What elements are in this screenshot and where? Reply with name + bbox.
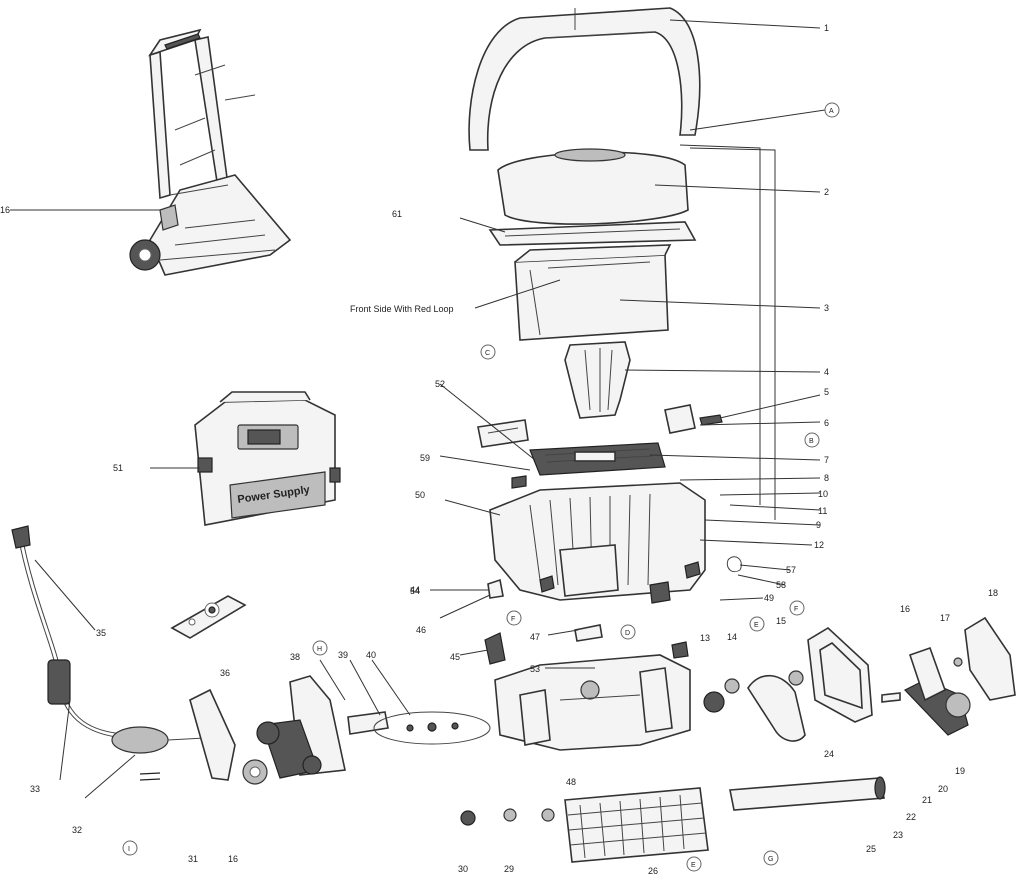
callout-5: 5 bbox=[824, 387, 829, 397]
ref-C: C bbox=[485, 350, 490, 357]
floating-cable bbox=[11, 525, 206, 781]
callout-15: 15 bbox=[776, 616, 786, 626]
callout-14: 14 bbox=[727, 632, 737, 642]
part-chassis bbox=[494, 654, 691, 751]
callout-1: 1 bbox=[824, 23, 829, 33]
callout-38: 38 bbox=[290, 652, 300, 662]
front-side-annotation: Front Side With Red Loop bbox=[350, 304, 454, 314]
part-bushings-29-30 bbox=[460, 808, 555, 826]
callout-32: 32 bbox=[72, 825, 82, 835]
callout-58: 58 bbox=[776, 580, 786, 590]
callout-17: 17 bbox=[940, 613, 950, 623]
caddy-cart bbox=[129, 28, 292, 276]
callout-3: 3 bbox=[824, 303, 829, 313]
part-filter-lid bbox=[497, 148, 689, 225]
callout-48: 48 bbox=[566, 777, 576, 787]
callout-25: 25 bbox=[866, 844, 876, 854]
part-shaft-39-40 bbox=[347, 711, 491, 745]
ref-E: E bbox=[754, 622, 759, 629]
leader-lines bbox=[10, 19, 826, 799]
ref-G: G bbox=[768, 856, 773, 863]
callout-49: 49 bbox=[764, 593, 774, 603]
callout-52: 52 bbox=[435, 379, 445, 389]
ref-I: I bbox=[128, 846, 130, 853]
letter-references: A B C D E F G H I E F bbox=[122, 102, 840, 872]
ref-E-lower: E bbox=[691, 862, 696, 869]
callout-21: 21 bbox=[922, 795, 932, 805]
callout-54: 54 bbox=[410, 586, 420, 596]
callout-24: 24 bbox=[824, 749, 834, 759]
callout-8: 8 bbox=[824, 473, 829, 483]
callout-33: 33 bbox=[30, 784, 40, 794]
callout-29: 29 bbox=[504, 864, 514, 874]
callout-45: 45 bbox=[450, 652, 460, 662]
part-drive-belt bbox=[747, 674, 806, 742]
callout-10: 10 bbox=[818, 489, 828, 499]
callout-35: 35 bbox=[96, 628, 106, 638]
callout-12: 12 bbox=[814, 540, 824, 550]
ref-H: H bbox=[317, 646, 322, 653]
callout-59: 59 bbox=[420, 453, 430, 463]
callout-50: 50 bbox=[415, 490, 425, 500]
part-brush-26 bbox=[564, 787, 709, 863]
callout-61: 61 bbox=[392, 209, 402, 219]
part-top-cover bbox=[468, 7, 701, 151]
left-side-panel bbox=[189, 688, 268, 785]
ref-A: A bbox=[829, 108, 834, 115]
callout-39: 39 bbox=[338, 650, 348, 660]
callout-16-right: 16 bbox=[900, 604, 910, 614]
part-filter-basket bbox=[514, 244, 672, 341]
part-motor-connector bbox=[664, 404, 723, 434]
callout-4: 4 bbox=[824, 367, 829, 377]
small-parts-45-47-53 bbox=[484, 624, 689, 665]
part-clips-57-58-59-54 bbox=[487, 475, 742, 599]
ref-D: D bbox=[625, 630, 630, 637]
part-impeller bbox=[564, 341, 631, 419]
callout-11: 11 bbox=[818, 506, 827, 516]
callout-2: 2 bbox=[824, 187, 829, 197]
callout-30: 30 bbox=[458, 864, 468, 874]
left-drive-gear bbox=[256, 675, 346, 779]
callout-51: 51 bbox=[113, 463, 123, 473]
part-main-body bbox=[489, 482, 706, 604]
power-supply-unit: Power Supply bbox=[194, 391, 341, 526]
callout-13: 13 bbox=[700, 633, 710, 643]
callout-18: 18 bbox=[988, 588, 998, 598]
remote-control bbox=[170, 595, 247, 639]
part-gasket bbox=[488, 221, 697, 246]
callout-46: 46 bbox=[416, 625, 426, 635]
callout-19: 19 bbox=[955, 766, 965, 776]
callout-labels: 1 2 3 4 5 6 7 8 9 10 11 12 13 14 15 16 1… bbox=[0, 23, 998, 876]
callout-40: 40 bbox=[366, 650, 376, 660]
callout-6: 6 bbox=[824, 418, 829, 428]
callout-22: 22 bbox=[906, 812, 916, 822]
part-plate-52 bbox=[477, 419, 529, 448]
callout-36: 36 bbox=[220, 668, 230, 678]
callout-9: 9 bbox=[816, 520, 821, 530]
part-right-cover-17-18 bbox=[881, 616, 1016, 703]
callout-26: 26 bbox=[648, 866, 658, 876]
callout-57: 57 bbox=[786, 565, 796, 575]
callout-47: 47 bbox=[530, 632, 540, 642]
ref-F: F bbox=[794, 606, 798, 613]
part-grille bbox=[529, 442, 666, 476]
part-right-gear-16-21 bbox=[904, 646, 971, 736]
part-right-side-panel bbox=[807, 627, 873, 723]
callout-16-caddy: 16 bbox=[0, 205, 10, 215]
ref-F-lower: F bbox=[511, 616, 515, 623]
callout-31: 31 bbox=[188, 854, 198, 864]
callout-16-left: 16 bbox=[228, 854, 238, 864]
callout-20: 20 bbox=[938, 784, 948, 794]
callout-44: 44 bbox=[410, 585, 420, 595]
right-motor-13-14-15 bbox=[703, 670, 804, 713]
ref-B: B bbox=[809, 438, 814, 445]
part-brush-tube-25 bbox=[729, 776, 886, 811]
callout-53: 53 bbox=[530, 664, 540, 674]
callout-23: 23 bbox=[893, 830, 903, 840]
callout-7: 7 bbox=[824, 455, 829, 465]
